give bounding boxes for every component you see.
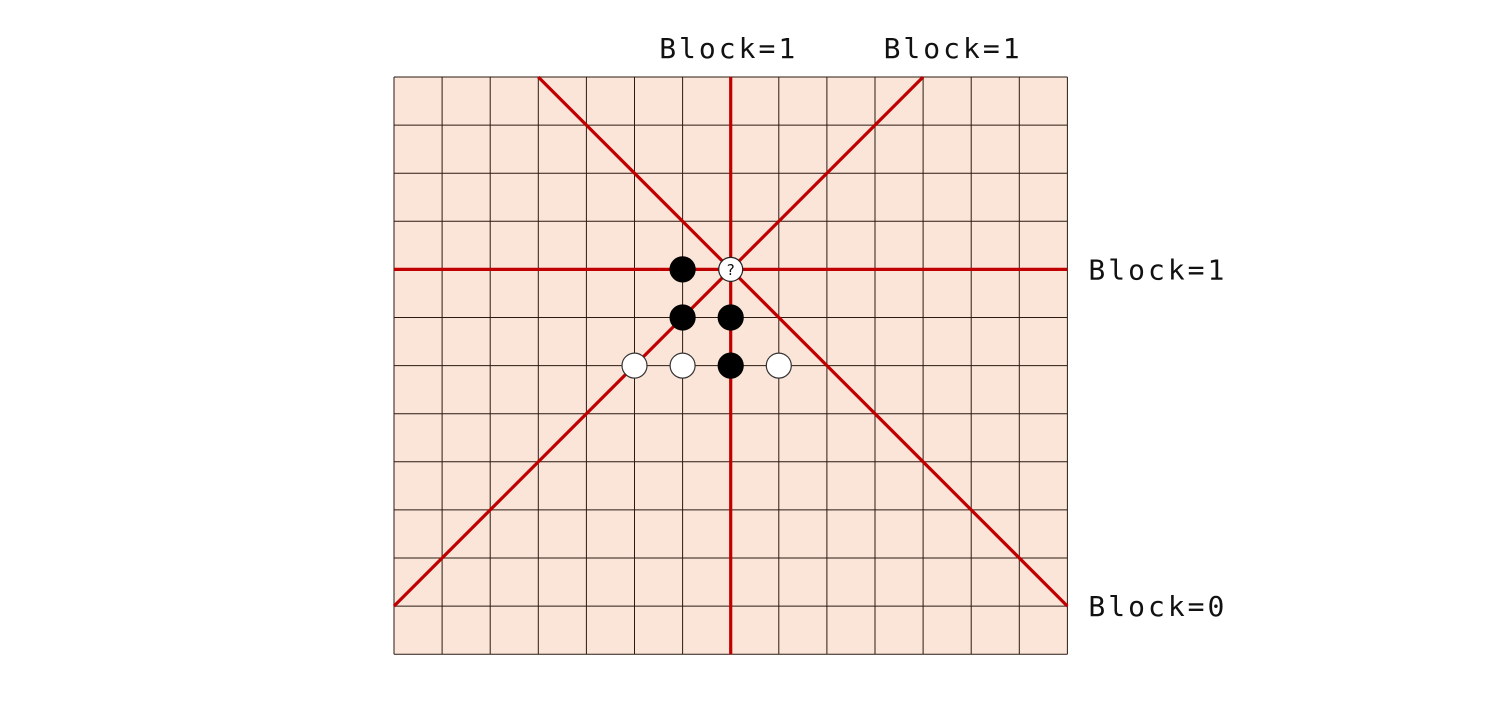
white-stone xyxy=(669,352,696,379)
label-diagonal-up-block: Block=1 xyxy=(884,32,1023,65)
label-diagonal-down-block: Block=0 xyxy=(1088,590,1227,623)
label-horizontal-block: Block=1 xyxy=(1088,253,1227,286)
black-stone xyxy=(717,304,744,331)
white-stone xyxy=(621,352,648,379)
black-stone xyxy=(669,256,696,283)
candidate-point: ? xyxy=(718,256,744,282)
label-vertical-block: Block=1 xyxy=(659,32,798,65)
white-stone xyxy=(765,352,792,379)
stones-layer xyxy=(621,256,792,379)
black-stone xyxy=(669,304,696,331)
diagonal-down-direction-line xyxy=(537,75,1069,608)
candidate-stone xyxy=(718,256,744,282)
diagonal-up-direction-line xyxy=(392,75,925,608)
black-stone xyxy=(717,352,744,379)
candidate-question-mark: ? xyxy=(727,261,735,279)
